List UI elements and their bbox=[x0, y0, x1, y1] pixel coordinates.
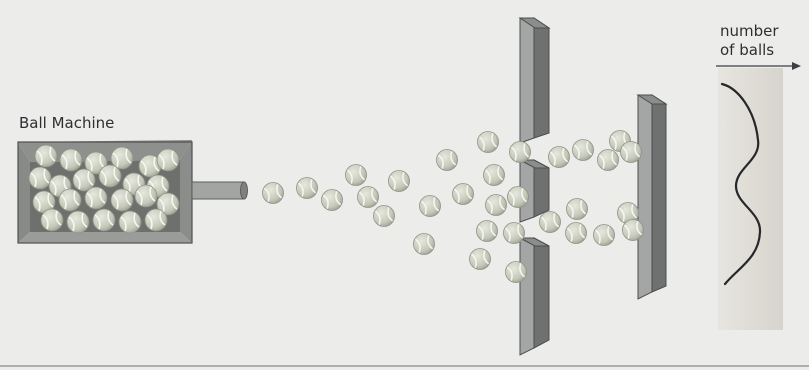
machine-ball-icon bbox=[67, 211, 89, 233]
tennis-ball-icon bbox=[413, 233, 434, 254]
distribution-graph bbox=[716, 62, 801, 330]
axis-label-line2: of balls bbox=[720, 41, 779, 60]
tennis-ball-icon bbox=[373, 205, 394, 226]
tennis-ball-icon bbox=[620, 141, 641, 162]
machine-ball-icon bbox=[145, 209, 167, 231]
machine-ball-icon bbox=[59, 189, 81, 211]
tennis-ball-icon bbox=[436, 149, 457, 170]
tennis-ball-icon bbox=[321, 189, 342, 210]
tennis-ball-icon bbox=[509, 141, 530, 162]
ball-machine-barrel bbox=[192, 182, 248, 199]
machine-ball-icon bbox=[85, 187, 107, 209]
flying-balls bbox=[262, 130, 643, 282]
machine-ball-icon bbox=[29, 167, 51, 189]
tennis-ball-icon bbox=[485, 194, 506, 215]
tennis-ball-icon bbox=[419, 195, 440, 216]
barrier-top-segment bbox=[520, 18, 549, 143]
ball-machine-label: Ball Machine bbox=[19, 114, 114, 132]
axis-label: number of balls bbox=[720, 22, 779, 60]
tennis-ball-icon bbox=[477, 131, 498, 152]
axis-label-line1: number bbox=[720, 22, 779, 41]
graph-panel bbox=[718, 68, 783, 330]
tennis-ball-icon bbox=[572, 139, 593, 160]
tennis-ball-icon bbox=[539, 211, 560, 232]
tennis-ball-icon bbox=[565, 222, 586, 243]
machine-ball-icon bbox=[99, 165, 121, 187]
machine-ball-icon bbox=[60, 149, 82, 171]
tennis-ball-icon bbox=[388, 170, 409, 191]
tennis-ball-icon bbox=[503, 222, 524, 243]
tennis-ball-icon bbox=[622, 219, 643, 240]
machine-ball-icon bbox=[157, 149, 179, 171]
machine-ball-icon bbox=[111, 189, 133, 211]
ball-machine bbox=[18, 140, 192, 243]
tennis-ball-icon bbox=[357, 186, 378, 207]
tennis-ball-icon bbox=[262, 182, 283, 203]
tennis-ball-icon bbox=[345, 164, 366, 185]
tennis-ball-icon bbox=[505, 261, 526, 282]
tennis-ball-icon bbox=[507, 186, 528, 207]
machine-ball-icon bbox=[135, 185, 157, 207]
detector-screen bbox=[638, 95, 666, 299]
tennis-ball-icon bbox=[597, 149, 618, 170]
machine-ball-icon bbox=[35, 145, 57, 167]
tennis-ball-icon bbox=[452, 183, 473, 204]
tennis-ball-icon bbox=[296, 177, 317, 198]
tennis-ball-icon bbox=[469, 248, 490, 269]
tennis-ball-icon bbox=[566, 198, 587, 219]
machine-ball-icon bbox=[41, 209, 63, 231]
tennis-ball-icon bbox=[476, 220, 497, 241]
tennis-ball-icon bbox=[483, 164, 504, 185]
tennis-ball-icon bbox=[593, 224, 614, 245]
machine-ball-icon bbox=[119, 211, 141, 233]
tennis-ball-icon bbox=[548, 146, 569, 167]
barrier-bottom-segment bbox=[520, 238, 549, 355]
machine-ball-icon bbox=[93, 209, 115, 231]
double-slit-barrier bbox=[520, 18, 549, 355]
